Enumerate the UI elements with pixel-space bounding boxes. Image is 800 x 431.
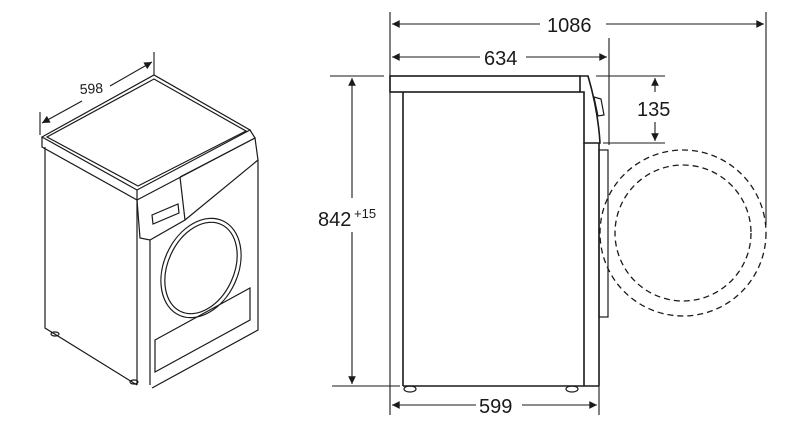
width-label: 598: [79, 80, 103, 97]
foot-front-side: [565, 385, 579, 393]
total-depth-label: 1086: [547, 15, 592, 37]
top-inner-edge: [45, 78, 248, 187]
foot-front: [129, 379, 139, 385]
display-window: [151, 203, 180, 225]
top-surface: [40, 74, 252, 191]
height-tolerance-label: +15: [354, 206, 376, 221]
control-panel-profile: [580, 75, 601, 144]
top-slab: [389, 75, 581, 93]
base-depth-dimension: 599: [392, 386, 600, 418]
door-swing-outer: [599, 149, 767, 317]
height-label: 842: [318, 209, 351, 231]
panel-height-label: 135: [637, 99, 670, 121]
panel-height-dimension: 135: [596, 75, 670, 144]
door-inner: [164, 221, 238, 315]
front-face-outline: [151, 160, 259, 389]
body-depth-label-text: 634: [484, 48, 517, 70]
door-swing-inner: [614, 164, 752, 302]
door-profile: [598, 149, 609, 318]
side-view: 1086 634: [318, 12, 767, 418]
side-body: [389, 75, 609, 393]
top-left-edge: [41, 137, 138, 202]
door-outer: [160, 217, 242, 319]
height-dimension: 842 +15: [318, 75, 400, 387]
width-dimension: 598: [39, 52, 155, 135]
foot-back: [403, 385, 417, 393]
kick-panel: [154, 286, 251, 374]
total-depth-dimension: 1086: [392, 15, 764, 37]
body-depth-dimension: 634: [392, 48, 607, 70]
control-panel-right: [179, 137, 259, 221]
isometric-view: 598: [39, 52, 259, 389]
control-knob: [593, 96, 605, 117]
base-depth-label: 599: [479, 396, 512, 418]
side-panel: [44, 147, 138, 386]
top-right-edge: [136, 129, 256, 201]
foot-left: [50, 331, 60, 337]
